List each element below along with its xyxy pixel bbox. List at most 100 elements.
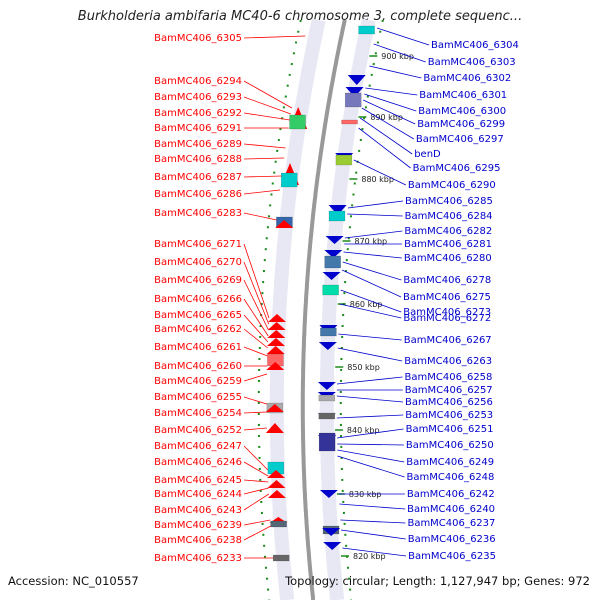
forward-gene-arrow: [265, 423, 284, 433]
gene-label-left: BamMC406_6254: [154, 408, 242, 419]
gene-label-right: BamMC406_6297: [416, 134, 504, 145]
gene-label-right: BamMC406_6301: [419, 90, 507, 101]
gene-label-leader: [337, 347, 403, 362]
gene-label-leader: [243, 243, 270, 319]
reverse-strand-ring: [319, 18, 376, 600]
gene-label-leader: [358, 127, 411, 169]
gene-label-leader: [243, 461, 269, 477]
gene-label-left: BamMC406_6252: [154, 425, 242, 436]
forward-gene-arrow: [275, 220, 294, 228]
gene-label-right: BamMC406_6240: [407, 504, 495, 515]
gene-label-leader: [342, 547, 407, 557]
kbp-tick-label: 850 kbp: [347, 363, 380, 372]
gene-block: [320, 327, 337, 337]
gene-label-leader: [243, 314, 269, 343]
kbp-tick-label: 860 kbp: [350, 300, 383, 309]
gene-label-leader: [340, 519, 406, 524]
gene-label-leader: [243, 411, 267, 414]
gene-label-leader: [344, 230, 403, 239]
gene-label-leader: [243, 212, 277, 221]
reverse-gene-arrow: [324, 250, 343, 258]
kbp-tick-label: 830 kbp: [349, 490, 382, 499]
gene-label-left: BamMC406_6247: [154, 441, 242, 452]
kbp-tick-label: 840 kbp: [347, 426, 380, 435]
gene-label-right: BamMC406_6304: [431, 40, 519, 51]
gene-block: [335, 154, 353, 166]
gene-label-left: BamMC406_6294: [154, 76, 242, 87]
reverse-gene-arrow: [325, 236, 344, 244]
gene-label-leader: [243, 175, 282, 178]
gene-label-right: BamMC406_6263: [404, 356, 492, 367]
gene-label-leader: [243, 298, 269, 337]
gene-label-leader: [243, 373, 268, 382]
gene-label-right: BamMC406_6290: [408, 180, 496, 191]
forward-gene-arrow: [267, 470, 286, 478]
gene-label-leader: [243, 445, 269, 471]
gene-label-left: BamMC406_6262: [154, 324, 242, 335]
gene-label-right: BamMC406_6248: [407, 472, 495, 483]
forward-gene-arrow: [267, 490, 286, 498]
gene-label-leader: [243, 35, 306, 39]
reverse-gene-arrow: [322, 272, 341, 280]
gene-label-leader: [338, 333, 402, 341]
gene-label-right: BamMC406_6295: [413, 163, 501, 174]
gene-label-leader: [243, 328, 269, 349]
forward-gene-arrow: [266, 346, 285, 354]
gene-label-leader: [243, 189, 281, 195]
gene-label-leader: [243, 112, 290, 121]
gene-label-left: BamMC406_6243: [154, 505, 242, 516]
forward-gene-arrow: [266, 338, 285, 346]
gene-label-leader: [342, 261, 402, 281]
gene-block: [318, 412, 336, 420]
gene-label-left: BamMC406_6283: [154, 208, 242, 219]
gene-label-leader: [340, 529, 406, 540]
gene-label-leader: [347, 200, 404, 209]
gene-label-leader: [364, 93, 417, 112]
gene-label-left: BamMC406_6233: [154, 553, 242, 564]
gene-label-right: BamMC406_6273: [403, 307, 491, 318]
gene-label-right: BamMC406_6300: [418, 106, 506, 117]
gene-label-left: BamMC406_6288: [154, 154, 242, 165]
gene-label-leader: [336, 428, 404, 439]
gene-label-right: BamMC406_6249: [406, 457, 494, 468]
gene-label-leader: [243, 525, 271, 541]
gene-label-leader: [369, 65, 422, 79]
gene-label-leader: [339, 303, 402, 319]
gene-block: [341, 119, 358, 125]
reverse-gene-arrow: [322, 528, 341, 536]
gene-label-right: BamMC406_6299: [417, 119, 505, 130]
gene-label-leader: [361, 107, 415, 140]
reverse-gene-arrow: [318, 342, 337, 350]
gene-label-left: BamMC406_6260: [154, 361, 242, 372]
gene-label-leader: [373, 43, 426, 63]
gene-label-right: BamMC406_6303: [428, 57, 516, 68]
gene-label-leader: [337, 443, 404, 446]
gene-label-left: BamMC406_6255: [154, 392, 242, 403]
gene-label-right: BamMC406_6235: [408, 551, 496, 562]
forward-gene-arrow: [265, 404, 284, 412]
gene-label-right: BamMC406_6237: [407, 518, 495, 529]
gene-label-leader: [243, 143, 286, 149]
map-title: Burkholderia ambifaria MC40-6 chromosome…: [77, 9, 523, 24]
gene-label-leader: [243, 519, 271, 526]
gene-label-right: BamMC406_6250: [406, 440, 494, 451]
gene-block: [358, 25, 375, 35]
gene-label-right: BamMC406_6280: [404, 253, 492, 264]
gene-block: [322, 284, 339, 296]
gene-label-right: benD: [414, 149, 441, 160]
gene-label-right: BamMC406_6253: [405, 410, 493, 421]
gene-label-left: BamMC406_6261: [154, 342, 242, 353]
gene-block: [280, 172, 298, 188]
gene-label-leader: [365, 87, 418, 96]
gene-label-right: BamMC406_6275: [403, 292, 491, 303]
gene-label-leader: [243, 261, 270, 325]
gene-label-leader: [343, 251, 402, 259]
forward-gene-arrow: [266, 362, 285, 370]
gene-label-leader: [243, 479, 269, 483]
gene-label-leader: [243, 493, 270, 511]
gene-label-left: BamMC406_6265: [154, 310, 242, 321]
gene-label-left: BamMC406_6271: [154, 239, 242, 250]
gene-label-leader: [243, 346, 268, 357]
gene-block: [318, 394, 336, 402]
